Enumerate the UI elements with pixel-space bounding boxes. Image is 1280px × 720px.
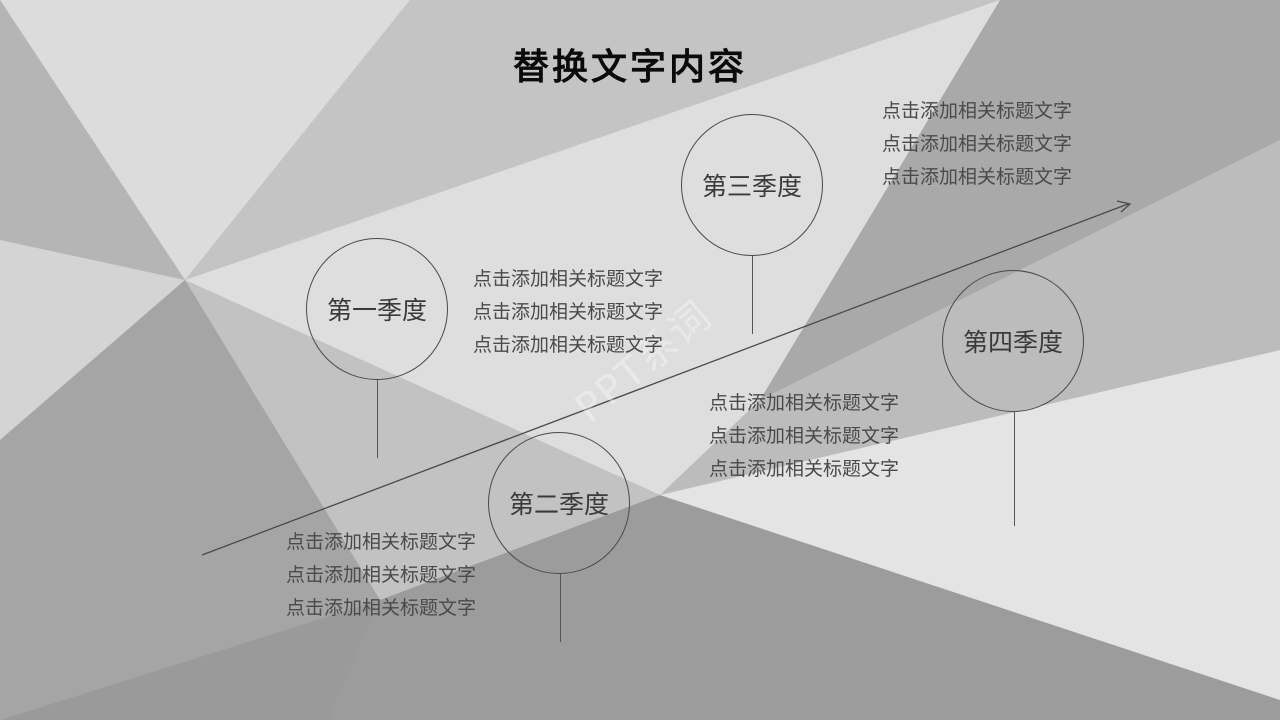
- quarter-3-circle[interactable]: 第三季度: [681, 114, 823, 256]
- quarter-1-label: 第一季度: [326, 296, 427, 325]
- arrow-head-icon: [1116, 200, 1132, 213]
- quarter-4-stem: [1014, 412, 1015, 526]
- quarter-1-circle[interactable]: 第一季度: [306, 238, 448, 380]
- quarter-2-text[interactable]: 点击添加相关标题文字点击添加相关标题文字点击添加相关标题文字: [285, 531, 476, 619]
- quarter-2-stem: [560, 574, 561, 642]
- quarter-3-text[interactable]: 点击添加相关标题文字点击添加相关标题文字点击添加相关标题文字: [881, 100, 1072, 188]
- slide-title[interactable]: 替换文字内容: [512, 47, 747, 88]
- quarter-4-circle[interactable]: 第四季度: [942, 270, 1084, 412]
- quarter-4-text[interactable]: 点击添加相关标题文字点击添加相关标题文字点击添加相关标题文字: [708, 392, 899, 480]
- quarter-3-stem: [752, 256, 753, 334]
- quarter-1-stem: [377, 380, 378, 458]
- quarter-2-circle[interactable]: 第二季度: [488, 432, 630, 574]
- quarter-1-text[interactable]: 点击添加相关标题文字点击添加相关标题文字点击添加相关标题文字: [472, 268, 663, 356]
- quarter-3-label: 第三季度: [701, 172, 802, 201]
- timeline-arrow-line: [201, 203, 1129, 556]
- quarter-2-label: 第二季度: [508, 490, 609, 519]
- quarter-4-label: 第四季度: [962, 328, 1063, 357]
